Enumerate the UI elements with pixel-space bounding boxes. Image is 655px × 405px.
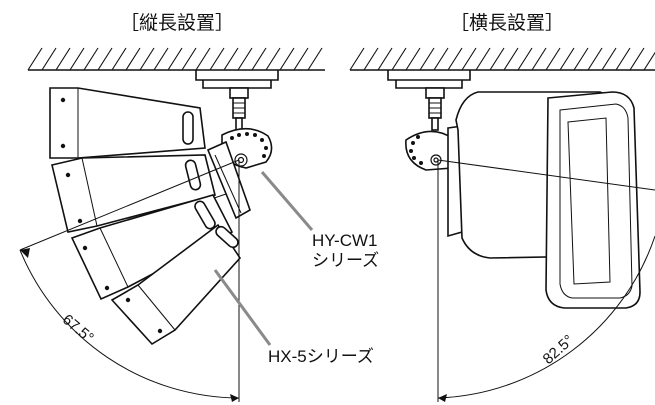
hatch-line: [97, 47, 113, 71]
hatch-line: [573, 47, 589, 71]
speaker-22deg: [51, 154, 216, 233]
ceiling-left: [27, 47, 325, 71]
hatch-line: [377, 47, 393, 71]
ceiling-mount-right: [387, 70, 471, 131]
hatch-line: [223, 47, 239, 71]
hatch-line: [587, 47, 603, 71]
label-speaker-series: HX-5シリーズ: [268, 347, 374, 366]
hatch-line: [279, 47, 295, 71]
hatch-line: [307, 47, 323, 71]
speaker-horizontal: [447, 91, 641, 309]
hatch-line: [629, 47, 645, 71]
angle-label-vertical: 67.5°: [59, 311, 97, 347]
hatch-line: [615, 47, 631, 71]
hatch-line: [293, 47, 309, 71]
hatch-line: [237, 47, 253, 71]
hatch-line: [601, 47, 617, 71]
hatch-line: [265, 47, 281, 71]
hatch-line: [209, 47, 225, 71]
hatch-line: [153, 47, 169, 71]
label-bracket-model: HY-CW1: [312, 231, 378, 250]
hatch-line: [251, 47, 267, 71]
hatch-line: [517, 47, 533, 71]
ceiling-right: [349, 47, 655, 71]
hatch-line: [349, 47, 365, 71]
leader-bracket: [260, 171, 314, 231]
hatch-line: [643, 51, 655, 71]
title-vertical-installation: ［縦長設置］: [120, 12, 234, 34]
hatch-line: [489, 47, 505, 71]
hatch-line: [503, 47, 519, 71]
hatch-line: [475, 47, 491, 71]
ceiling-hatch-right: [349, 47, 655, 71]
label-bracket-series: シリーズ: [312, 251, 379, 270]
hy-cw1-bracket-right: [405, 130, 453, 171]
hatch-line: [433, 47, 449, 71]
hatch-line: [83, 47, 99, 71]
angle-dimension-vertical: [19, 159, 240, 402]
speaker-67deg: [110, 223, 242, 346]
hatch-line: [545, 47, 561, 71]
hatch-line: [559, 47, 575, 71]
leader-speaker: [213, 269, 272, 346]
hatch-line: [461, 47, 477, 71]
hatch-line: [69, 47, 85, 71]
hatch-line: [125, 47, 141, 71]
speaker-45deg: [70, 194, 234, 301]
hatch-line: [139, 47, 155, 71]
hatch-line: [419, 47, 435, 71]
title-horizontal-installation: ［横長設置］: [450, 12, 564, 34]
hatch-line: [55, 47, 71, 71]
ceiling-hatch-left: [27, 47, 323, 71]
angle-label-horizontal: 82.5°: [540, 332, 578, 368]
hatch-line: [181, 47, 197, 71]
hatch-line: [447, 47, 463, 71]
hatch-line: [391, 47, 407, 71]
speaker-0deg: [49, 87, 206, 159]
ceiling-mount-left: [195, 70, 279, 131]
hatch-line: [41, 47, 57, 71]
hatch-line: [363, 47, 379, 71]
hatch-line: [111, 47, 127, 71]
hatch-line: [167, 47, 183, 71]
hatch-line: [531, 47, 547, 71]
hatch-line: [405, 47, 421, 71]
hatch-line: [27, 47, 43, 71]
angle-dimension-horizontal: [437, 159, 655, 402]
hatch-line: [195, 47, 211, 71]
